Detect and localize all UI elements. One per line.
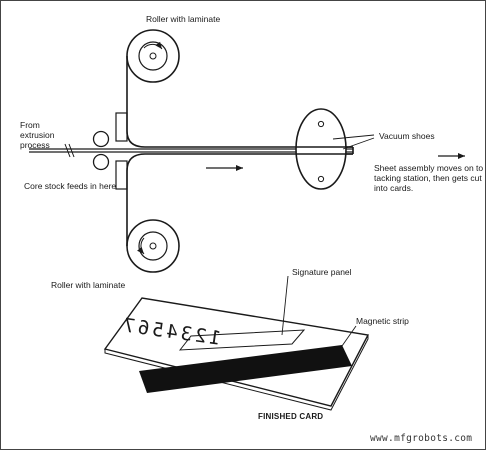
magnetic-strip	[139, 345, 352, 393]
break-mark	[64, 143, 75, 158]
from-extrusion-line-3: process	[20, 140, 50, 150]
upper-feed-roller	[92, 130, 110, 148]
watermark: www.mfgrobots.com	[370, 433, 473, 444]
signature-panel-leader	[281, 275, 289, 336]
magnetic-strip-leader	[341, 325, 357, 347]
sheet-assembly-line-1: Sheet assembly moves on to	[374, 163, 484, 173]
top-roller	[126, 29, 180, 83]
vacuum-shoes-leader-1	[332, 134, 375, 140]
magnetic-strip-label: Magnetic strip	[356, 316, 409, 326]
lower-guide-block	[115, 160, 128, 190]
roller-bottom-label: Roller with laminate	[51, 280, 126, 290]
sheet-assembly-label: Sheet assembly moves on to tacking stati…	[374, 163, 483, 193]
signature-panel-label: Signature panel	[292, 267, 352, 277]
signature-panel	[178, 329, 306, 351]
vacuum-shoes-leader-2	[342, 137, 375, 150]
sheet-assembly-line-3: into cards.	[374, 183, 414, 193]
sheet-assembly-line-2: tacking station, then gets cut	[374, 173, 482, 183]
top-roller-rotation-arrow	[143, 41, 163, 50]
from-extrusion-line-1: From	[20, 120, 40, 130]
finished-card	[103, 297, 370, 411]
lower-feed-roller	[92, 153, 110, 171]
bottom-roller	[126, 219, 180, 273]
vacuum-shoes-label: Vacuum shoes	[379, 131, 435, 141]
vacuum-shoes	[295, 108, 354, 190]
core-stock-label: Core stock feeds in here	[24, 181, 117, 191]
from-extrusion-label: From extrusion process	[20, 120, 55, 150]
upper-guide-block	[115, 112, 128, 142]
from-extrusion-line-2: extrusion	[20, 130, 55, 140]
bottom-roller-rotation-arrow	[137, 237, 145, 255]
finished-card-caption: FINISHED CARD	[258, 412, 324, 421]
roller-top-label: Roller with laminate	[146, 14, 221, 24]
